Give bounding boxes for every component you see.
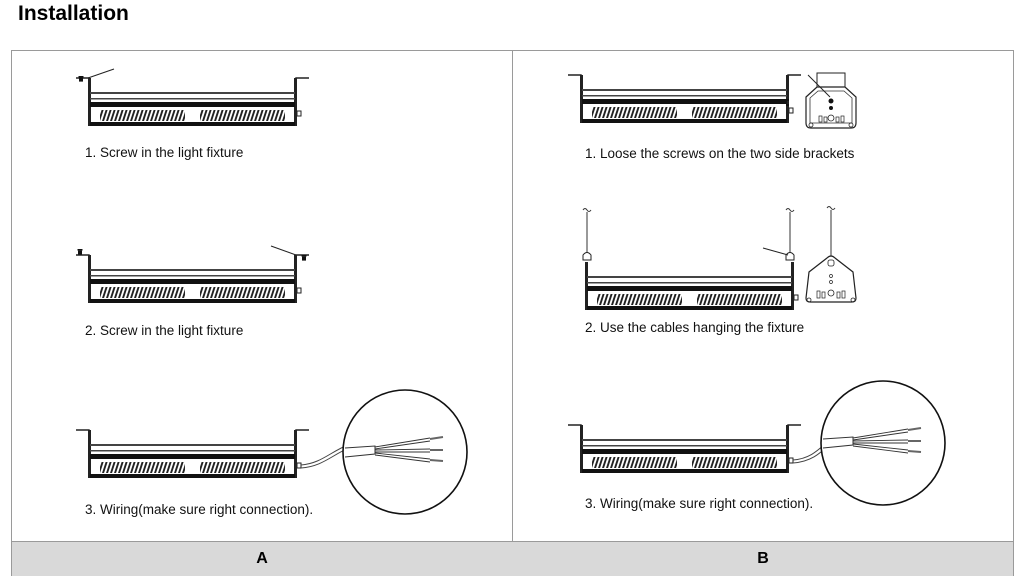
wire-detail-circle-b — [820, 380, 946, 506]
column-header-a: A — [256, 550, 268, 567]
step-caption-b1: 1. Loose the screws on the two side brac… — [585, 146, 855, 161]
step-caption-b3: 3. Wiring(make sure right connection). — [585, 496, 814, 511]
hanging-bracket-detail — [805, 206, 857, 303]
illustration-b3 — [567, 424, 844, 474]
page-title: Installation — [18, 2, 129, 25]
step-caption-b2: 2. Use the cables hanging the fixture — [585, 320, 805, 335]
installation-table: A B — [11, 50, 1014, 576]
screw-icon — [301, 255, 307, 261]
column-header-row: A B — [12, 541, 1013, 576]
illustration-a3 — [75, 429, 372, 479]
illustration-b1 — [567, 74, 802, 124]
arrow-pointer — [807, 74, 831, 98]
step-caption-a3: 3. Wiring(make sure right connection). — [85, 502, 314, 517]
arrow-pointer — [762, 247, 789, 256]
arrow-pointer — [270, 245, 297, 256]
column-header-b: B — [757, 550, 769, 567]
side-bracket-detail — [805, 72, 857, 129]
screw-icon — [78, 76, 84, 82]
wire-detail-circle-a — [342, 389, 468, 515]
column-divider — [512, 51, 513, 575]
arrow-pointer — [87, 68, 115, 79]
illustration-a2 — [75, 245, 310, 304]
illustration-a1 — [75, 68, 310, 127]
screw-icon — [77, 249, 83, 255]
step-caption-a2: 2. Screw in the light fixture — [85, 323, 244, 338]
illustration-b2 — [582, 208, 799, 311]
step-caption-a1: 1. Screw in the light fixture — [85, 145, 244, 160]
